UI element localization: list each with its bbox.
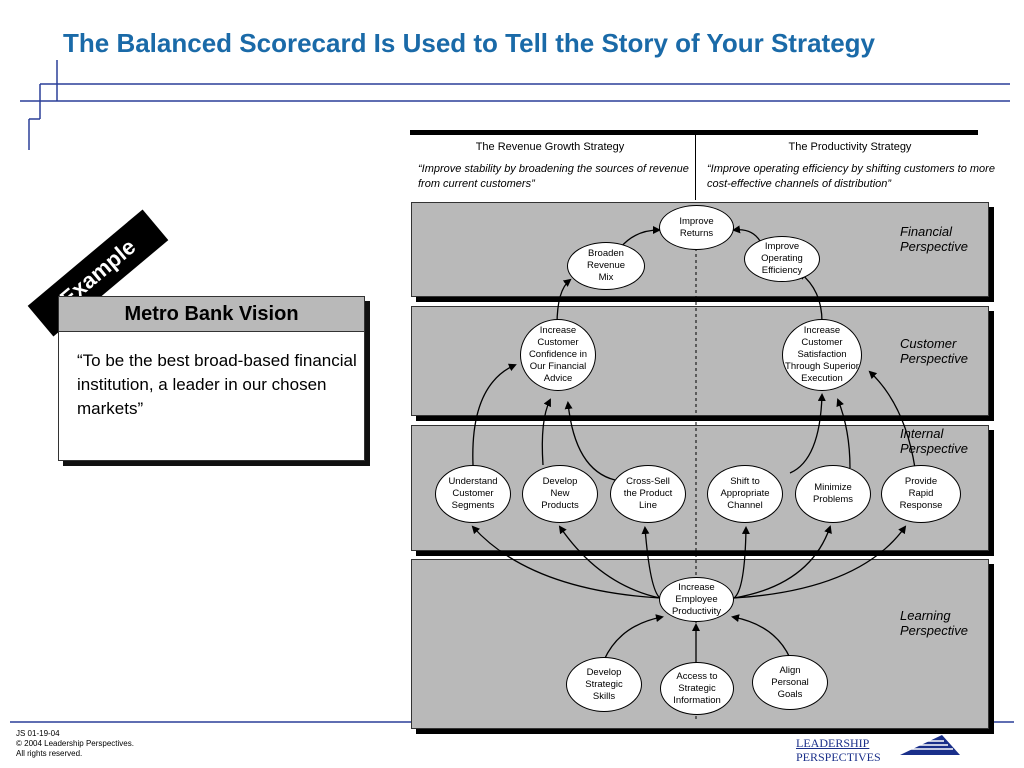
customer-perspective-label: Customer Perspective bbox=[900, 336, 968, 366]
logo-text: LEADERSHIP PERSPECTIVES bbox=[796, 736, 881, 764]
revenue-strategy-quote: “Improve stability by broadening the sou… bbox=[418, 163, 689, 190]
vision-title: Metro Bank Vision bbox=[59, 297, 364, 332]
footer-copyright: JS 01-19-04 © 2004 Leadership Perspectiv… bbox=[16, 729, 134, 759]
revenue-strategy-title: The Revenue Growth Strategy bbox=[475, 141, 625, 153]
customer-panel bbox=[411, 306, 989, 416]
productivity-strategy-quote: “Improve operating efficiency by shiftin… bbox=[707, 163, 995, 190]
vision-box: Metro Bank Vision “To be the best broad-… bbox=[58, 296, 365, 461]
financial-perspective-label: Financial Perspective bbox=[900, 224, 968, 254]
page-title: The Balanced Scorecard Is Used to Tell t… bbox=[63, 28, 875, 58]
productivity-strategy-title: The Productivity Strategy bbox=[788, 141, 912, 153]
internal-perspective-label: Internal Perspective bbox=[900, 426, 968, 456]
logo-icon bbox=[900, 735, 960, 755]
logo-line: LEADERSHIP bbox=[796, 736, 870, 750]
strategy-header-bar bbox=[410, 130, 978, 135]
vision-text: “To be the best broad-based financial in… bbox=[77, 351, 357, 418]
learning-perspective-label: Learning Perspective bbox=[900, 608, 968, 638]
logo-line: PERSPECTIVES bbox=[796, 750, 881, 764]
footer-line: All rights reserved. bbox=[16, 749, 83, 758]
footer-line: JS 01-19-04 bbox=[16, 729, 60, 738]
strategy-divider bbox=[695, 135, 696, 200]
footer-line: © 2004 Leadership Perspectives. bbox=[16, 739, 134, 748]
